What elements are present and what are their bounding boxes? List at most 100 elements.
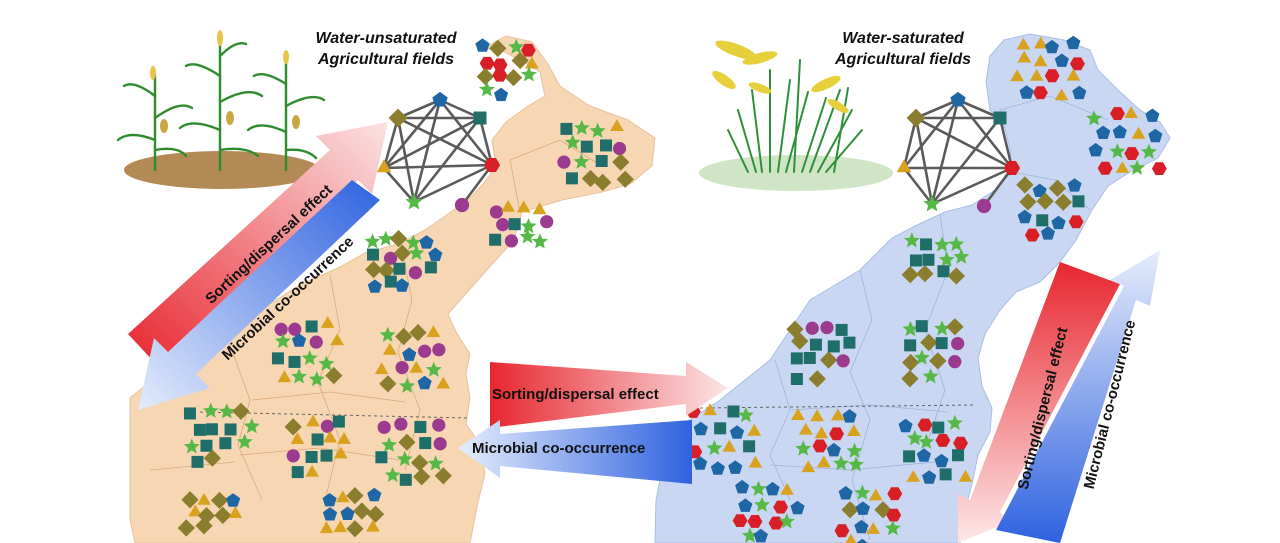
star-taxon-mark <box>425 361 442 377</box>
circle-taxon-mark <box>320 419 334 433</box>
triangle-taxon-mark <box>1066 68 1081 81</box>
diamond-taxon-mark <box>365 260 383 279</box>
triangle-taxon-mark <box>1124 106 1138 118</box>
triangle-taxon-mark <box>748 455 763 468</box>
square-taxon-mark <box>835 323 848 336</box>
triangle-taxon-mark <box>516 200 531 213</box>
taxon-cluster <box>557 119 634 191</box>
square-taxon-mark <box>909 254 922 267</box>
square-taxon-mark <box>937 265 950 278</box>
triangle-taxon-mark <box>426 325 441 337</box>
diamond-taxon-mark <box>393 244 411 262</box>
square-taxon-mark <box>915 320 928 333</box>
square-taxon-mark <box>714 422 727 435</box>
square-taxon-mark <box>183 407 196 420</box>
right-cooccurrence-arrow <box>996 250 1160 543</box>
star-taxon-mark <box>427 455 444 471</box>
pentagon-taxon-mark <box>394 278 409 292</box>
circle-taxon-mark <box>432 418 446 432</box>
pentagon-taxon-mark <box>838 486 853 500</box>
square-taxon-mark <box>1036 214 1049 227</box>
square-taxon-mark <box>489 233 502 246</box>
hexagon-taxon-mark <box>483 158 501 172</box>
triangle-taxon-mark <box>801 460 816 473</box>
square-taxon-mark <box>291 466 304 479</box>
diamond-taxon-mark <box>210 491 229 509</box>
corn-field-illustration <box>116 30 326 189</box>
square-taxon-mark <box>565 172 578 185</box>
star-taxon-mark <box>243 418 260 434</box>
diamond-taxon-mark <box>195 517 213 535</box>
star-taxon-mark <box>884 520 901 536</box>
diamond-taxon-mark <box>612 153 630 171</box>
taxon-cluster <box>183 402 260 468</box>
square-taxon-mark <box>224 423 237 436</box>
diamond-taxon-mark <box>388 108 408 128</box>
diamond-taxon-mark <box>346 487 364 505</box>
pentagon-taxon-mark <box>753 528 768 543</box>
hexagon-taxon-mark <box>1033 86 1048 100</box>
pentagon-taxon-mark <box>1054 53 1069 67</box>
star-taxon-mark <box>478 81 495 97</box>
triangle-taxon-mark <box>436 376 451 389</box>
star-taxon-mark <box>902 321 919 337</box>
hexagon-taxon-mark <box>1070 57 1085 71</box>
triangle-taxon-mark <box>532 202 547 215</box>
star-taxon-mark <box>903 232 920 248</box>
star-taxon-mark <box>274 332 291 349</box>
pentagon-taxon-mark <box>738 498 753 512</box>
diamond-taxon-mark <box>366 505 385 523</box>
triangle-taxon-mark <box>525 56 539 69</box>
hexagon-taxon-mark <box>1044 69 1060 83</box>
taxon-cluster <box>177 491 243 537</box>
circle-taxon-mark <box>820 320 834 335</box>
center-sorting-arrow <box>490 362 728 428</box>
right-network-nodes <box>896 91 1021 214</box>
square-taxon-mark <box>424 261 437 274</box>
star-taxon-mark <box>737 407 754 423</box>
triangle-taxon-mark <box>831 408 845 421</box>
circle-taxon-mark <box>612 141 627 156</box>
right-network-edges <box>902 98 1014 207</box>
triangle-taxon-mark <box>306 414 320 427</box>
taxon-cluster <box>489 199 554 249</box>
diamond-taxon-mark <box>203 449 221 467</box>
diamond-taxon-mark <box>901 370 919 388</box>
right-dashed-line <box>699 404 976 409</box>
pentagon-taxon-mark <box>842 409 857 423</box>
square-taxon-mark <box>743 440 756 453</box>
diamond-taxon-mark <box>1036 192 1054 210</box>
triangle-taxon-mark <box>845 533 857 543</box>
square-taxon-mark <box>200 439 213 452</box>
hexagon-taxon-mark <box>773 500 789 514</box>
pentagon-taxon-mark <box>1040 226 1055 240</box>
triangle-taxon-mark <box>366 519 380 532</box>
star-taxon-mark <box>405 192 423 210</box>
hexagon-taxon-mark <box>887 487 903 501</box>
star-taxon-mark <box>778 513 795 529</box>
star-taxon-mark <box>408 244 425 260</box>
square-taxon-mark <box>727 405 740 418</box>
pentagon-taxon-mark <box>934 453 949 468</box>
diamond-taxon-mark <box>409 324 427 342</box>
star-taxon-mark <box>377 230 394 246</box>
center-sorting-label: Sorting/dispersal effect <box>492 386 659 403</box>
pentagon-taxon-mark <box>340 506 355 520</box>
triangle-taxon-mark <box>1033 54 1048 67</box>
pentagon-taxon-mark <box>826 442 841 457</box>
left-title-line2: Agricultural fields <box>317 51 455 68</box>
triangle-taxon-mark <box>228 506 243 518</box>
diamond-taxon-mark <box>1048 179 1067 197</box>
species-clusters <box>177 35 1167 543</box>
hexagon-taxon-mark <box>812 439 828 453</box>
right-map-region <box>654 33 1171 543</box>
pentagon-taxon-mark <box>475 38 490 52</box>
triangle-taxon-mark <box>722 439 737 452</box>
triangle-taxon-mark <box>197 492 211 505</box>
star-taxon-mark <box>202 402 219 418</box>
diamond-taxon-mark <box>177 519 195 537</box>
square-taxon-mark <box>595 155 608 168</box>
hexagon-taxon-mark <box>1151 162 1167 175</box>
pentagon-taxon-mark <box>417 375 432 390</box>
square-taxon-mark <box>399 473 412 486</box>
